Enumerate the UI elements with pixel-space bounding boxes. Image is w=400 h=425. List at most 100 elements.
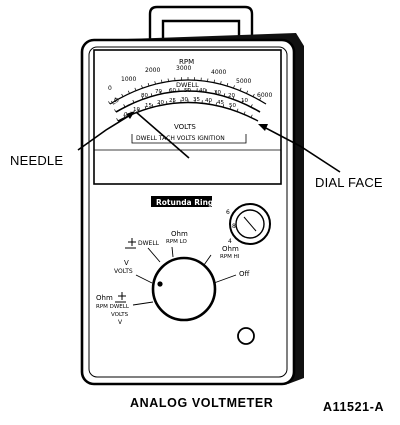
- dwell-tick-label: 50: [184, 88, 191, 94]
- scale-tick: [250, 114, 253, 118]
- scale-tick: [147, 83, 150, 87]
- scale-tick: [241, 99, 244, 103]
- volts-tick-label: 10: [133, 107, 140, 113]
- volts-tick-label: 40: [205, 98, 212, 104]
- dwell-tick-label: 10: [241, 98, 248, 104]
- case-bezel: [88, 46, 288, 378]
- selector-label: VOLTS: [114, 268, 133, 275]
- selector-pointer-dot: [157, 281, 163, 287]
- volts-tick-label: 20: [157, 100, 164, 106]
- lo-label: LO: [110, 96, 121, 106]
- volts-tick-label: 45: [217, 100, 224, 106]
- scale-tick: [134, 87, 137, 91]
- scale-tick: [161, 79, 163, 83]
- dwell-symbol-icon: [125, 238, 136, 249]
- selector-label: V: [124, 259, 129, 267]
- scale-tick: [154, 81, 156, 85]
- range-knob-mark: 6: [226, 209, 230, 216]
- scale-tick: [223, 93, 226, 97]
- scale-tick: [252, 93, 255, 97]
- dwell-arc: [115, 90, 261, 113]
- rpm-title: RPM: [179, 58, 194, 66]
- dial-bracket: [131, 134, 247, 144]
- volts-tick-label: 35: [193, 97, 200, 103]
- selector-label: V: [118, 319, 123, 326]
- volts-tick-label: 15: [145, 103, 152, 109]
- volts-tick-label: 25: [169, 98, 176, 104]
- scale-tick: [215, 102, 217, 106]
- scale-tick: [151, 104, 154, 108]
- test-jack[interactable]: [237, 327, 255, 345]
- scale-tick: [132, 99, 135, 103]
- volts-arc: [117, 101, 259, 122]
- rpm-tick-label: 5000: [236, 78, 251, 85]
- needle-arrowhead: [126, 111, 135, 119]
- dial-face-leader: [261, 125, 341, 173]
- nameplate-text: Rotunda Ring: [156, 198, 213, 207]
- needle-callout: NEEDLE: [10, 153, 63, 168]
- scale-tick: [116, 118, 119, 122]
- dial-function-line: DWELL TACH VOLTS IGNITION: [136, 135, 225, 142]
- dwell-tick-label: 70: [155, 89, 162, 95]
- figure-id: A11521-A: [323, 400, 384, 414]
- volts-title: VOLTS: [174, 123, 196, 131]
- dwell-tick-label: 30: [214, 90, 221, 96]
- rpm-tick-label: 6000: [257, 92, 272, 99]
- scale-tick: [213, 79, 215, 83]
- scale-tick: [137, 108, 140, 112]
- dwell-tick-label: 40: [199, 88, 206, 94]
- dwell-title: DWELL: [176, 81, 199, 89]
- dwell-tick-label: 80: [141, 93, 148, 99]
- selector-label: Ohm: [96, 294, 113, 302]
- dwell-symbol-icon: [115, 292, 126, 303]
- scale-tick: [232, 96, 235, 100]
- selector-label: Off: [239, 270, 250, 278]
- selector-label: RPM DWELL: [96, 304, 130, 310]
- range-knob-pointer: [243, 216, 257, 232]
- dwell-tick-label: 20: [228, 93, 235, 99]
- function-selector-knob[interactable]: [151, 256, 217, 322]
- scale-tick: [259, 97, 262, 101]
- scale-tick: [159, 102, 161, 106]
- scale-tick: [239, 87, 242, 91]
- scale-tick: [226, 83, 229, 87]
- scale-tick: [220, 81, 222, 85]
- scale-tick: [114, 97, 117, 101]
- scale-tick: [246, 90, 249, 94]
- range-knob-mark: 8: [232, 223, 236, 230]
- needle-leader: [77, 113, 133, 151]
- scale-tick: [141, 85, 143, 89]
- nameplate: [151, 196, 212, 207]
- selector-label: VOLTS: [111, 312, 129, 318]
- scale-tick: [141, 96, 144, 100]
- rpm-tick-label: 3000: [176, 65, 191, 72]
- scale-tick: [114, 109, 117, 113]
- scale-tick: [160, 90, 162, 95]
- scale-tick: [127, 90, 130, 94]
- volts-tick-label: 50: [229, 103, 236, 109]
- scale-tick: [236, 108, 239, 112]
- volts-tick-label: 0: [124, 112, 128, 118]
- scale-tick: [233, 85, 235, 89]
- selector-label: RPM LO: [166, 239, 188, 245]
- scale-tick: [123, 104, 126, 108]
- scale-tick: [222, 104, 225, 108]
- selector-label: DWELL: [138, 240, 160, 247]
- range-knob-mark: 4: [228, 238, 232, 245]
- scale-tick: [108, 101, 111, 105]
- volts-tick-label: 30: [181, 97, 188, 103]
- rpm-tick-label: 2000: [145, 67, 160, 74]
- scale-tick: [250, 104, 253, 108]
- rpm-tick-label: 0: [108, 85, 112, 92]
- selector-leaders: [132, 246, 237, 306]
- scale-tick: [144, 106, 147, 110]
- scale-tickmarks: [108, 76, 262, 122]
- dial-face-callout: DIAL FACE: [315, 175, 383, 190]
- rpm-tick-label: 4000: [211, 69, 226, 76]
- figure-caption: ANALOG VOLTMETER: [130, 396, 273, 410]
- scale-tick: [123, 114, 126, 118]
- selector-label: Ohm: [171, 230, 188, 238]
- scale-tick: [150, 93, 153, 97]
